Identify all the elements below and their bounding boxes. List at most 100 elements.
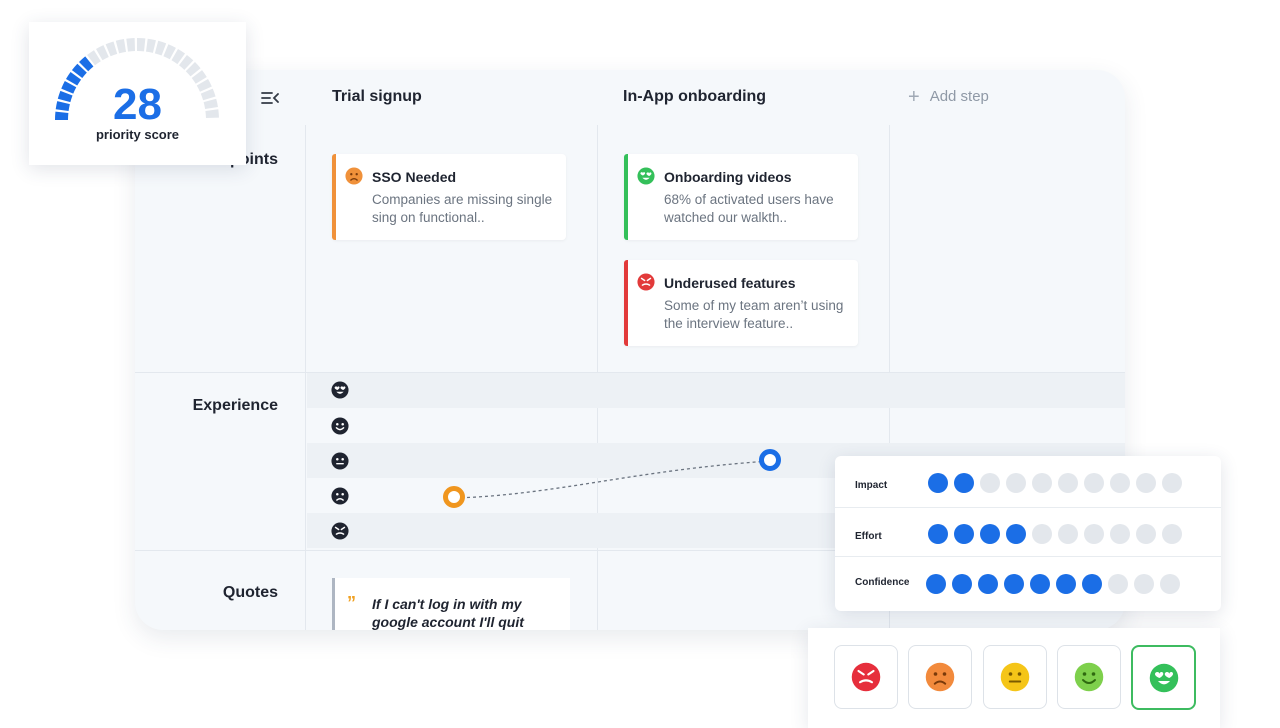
gauge-segment-filled (61, 81, 77, 94)
sad-face-icon (925, 662, 955, 692)
rating-dot-empty[interactable] (1160, 574, 1180, 594)
rating-dot-empty[interactable] (1058, 473, 1078, 493)
card-title: Onboarding videos (664, 169, 792, 185)
experience-point-in-app-onboarding[interactable] (759, 449, 781, 471)
rating-dot-filled[interactable] (954, 524, 974, 544)
priority-score-card: 28 priority score (29, 22, 246, 165)
neutral-face-icon (1000, 662, 1030, 692)
rating-dot-filled[interactable] (980, 524, 1000, 544)
emoji-scale-panel (808, 628, 1220, 728)
rating-dot-empty[interactable] (1032, 524, 1052, 544)
gauge-segment-filled (55, 111, 69, 120)
divider (835, 507, 1221, 508)
rating-dot-filled[interactable] (1004, 574, 1024, 594)
rating-row-confidence: Confidence (835, 557, 1221, 607)
rating-dot-empty[interactable] (1110, 473, 1130, 493)
rating-dot-empty[interactable] (1136, 524, 1156, 544)
happy-face-icon (1074, 662, 1104, 692)
rating-dot-filled[interactable] (954, 473, 974, 493)
column-header-trial-signup[interactable]: Trial signup (332, 88, 422, 105)
rating-dot-empty[interactable] (1134, 574, 1154, 594)
add-step-label: Add step (929, 88, 989, 105)
rating-label: Impact (855, 480, 888, 491)
gauge-segment-empty (96, 45, 109, 61)
collapse-menu-icon[interactable] (261, 90, 279, 111)
rating-dot-filled[interactable] (1030, 574, 1050, 594)
grid-divider (135, 372, 1125, 373)
gauge-segment-empty (179, 54, 194, 70)
rating-dot-filled[interactable] (978, 574, 998, 594)
rating-dot-filled[interactable] (1056, 574, 1076, 594)
rating-dot-filled[interactable] (952, 574, 972, 594)
gauge-segment-empty (191, 70, 207, 84)
gauge-segment-empty (137, 38, 146, 52)
rating-dot-empty[interactable] (1058, 524, 1078, 544)
row-label-experience: Experience (192, 397, 278, 414)
emoji-neutral-button[interactable] (983, 645, 1047, 709)
column-header-in-app-onboarding[interactable]: In-App onboarding (623, 88, 767, 105)
rating-dot-empty[interactable] (980, 473, 1000, 493)
quote-text: If I can't log in with my google account… (372, 596, 524, 630)
priority-score-label: priority score (95, 127, 180, 142)
card-description: Companies are missing single sing on fun… (372, 192, 553, 225)
gauge-segment-empty (154, 40, 167, 56)
gauge-segment-empty (185, 62, 201, 77)
data-point-card[interactable]: Onboarding videos 68% of activated users… (624, 154, 858, 240)
plus-icon: + (908, 85, 920, 108)
gauge-segment-filled (65, 71, 82, 86)
card-title: Underused features (664, 275, 796, 291)
quote-card[interactable]: ” If I can't log in with my google accou… (332, 578, 570, 630)
data-point-card[interactable]: SSO Needed Companies are missing single … (332, 154, 566, 240)
gauge-segment-empty (146, 38, 156, 53)
rating-dot-empty[interactable] (1110, 524, 1130, 544)
gauge-segment-filled (57, 90, 73, 103)
row-label-quotes: Quotes (222, 584, 278, 601)
rating-dot-empty[interactable] (1136, 473, 1156, 493)
card-accent-bar (332, 154, 336, 240)
rating-dot-empty[interactable] (1006, 473, 1026, 493)
experience-point-trial-signup[interactable] (443, 486, 465, 508)
gauge-segment-empty (87, 50, 101, 66)
gauge-segment-empty (171, 48, 186, 65)
grid-divider (305, 125, 306, 630)
emoji-love-button[interactable] (1131, 645, 1196, 710)
heart-eyes-face-icon (1149, 663, 1178, 692)
experience-curve (454, 460, 771, 499)
gauge-segment-filled (55, 101, 70, 111)
gauge-segment-empty (203, 98, 218, 110)
neutral-face-icon (331, 452, 349, 475)
rating-dot-empty[interactable] (1108, 574, 1128, 594)
rating-dot-empty[interactable] (1162, 473, 1182, 493)
rating-dot-filled[interactable] (926, 574, 946, 594)
rating-dot-filled[interactable] (928, 473, 948, 493)
priority-gauge (55, 38, 219, 120)
card-description: Some of my team aren’t using the intervi… (664, 298, 844, 331)
gauge-segment-empty (163, 44, 176, 60)
gauge-segment-empty (205, 109, 219, 119)
rating-dot-filled[interactable] (928, 524, 948, 544)
rating-dot-filled[interactable] (1082, 574, 1102, 594)
experience-band (307, 373, 1125, 408)
rating-dot-empty[interactable] (1162, 524, 1182, 544)
add-step-button[interactable]: + Add step (908, 85, 989, 108)
rating-dot-filled[interactable] (1006, 524, 1026, 544)
rating-dot-empty[interactable] (1084, 524, 1104, 544)
rating-panel: Impact Effort Confidence (835, 456, 1221, 611)
sad-face-icon (345, 167, 363, 190)
emoji-happy-button[interactable] (1057, 645, 1121, 709)
rating-row-effort: Effort (835, 510, 1221, 560)
data-point-card[interactable]: Underused features Some of my team aren’… (624, 260, 858, 346)
gauge-segment-empty (105, 41, 118, 57)
gauge-segment-filled (79, 56, 94, 72)
journey-board: Trial signup In-App onboarding + Add ste… (135, 70, 1125, 630)
angry-face-icon (851, 662, 881, 692)
rating-label: Confidence (855, 577, 910, 588)
quote-accent-bar (332, 578, 335, 630)
emoji-sad-button[interactable] (908, 645, 972, 709)
rating-dot-empty[interactable] (1084, 473, 1104, 493)
card-accent-bar (624, 154, 628, 240)
angry-face-icon (637, 273, 655, 296)
gauge-segment-empty (196, 79, 212, 92)
rating-dot-empty[interactable] (1032, 473, 1052, 493)
emoji-angry-button[interactable] (834, 645, 898, 709)
